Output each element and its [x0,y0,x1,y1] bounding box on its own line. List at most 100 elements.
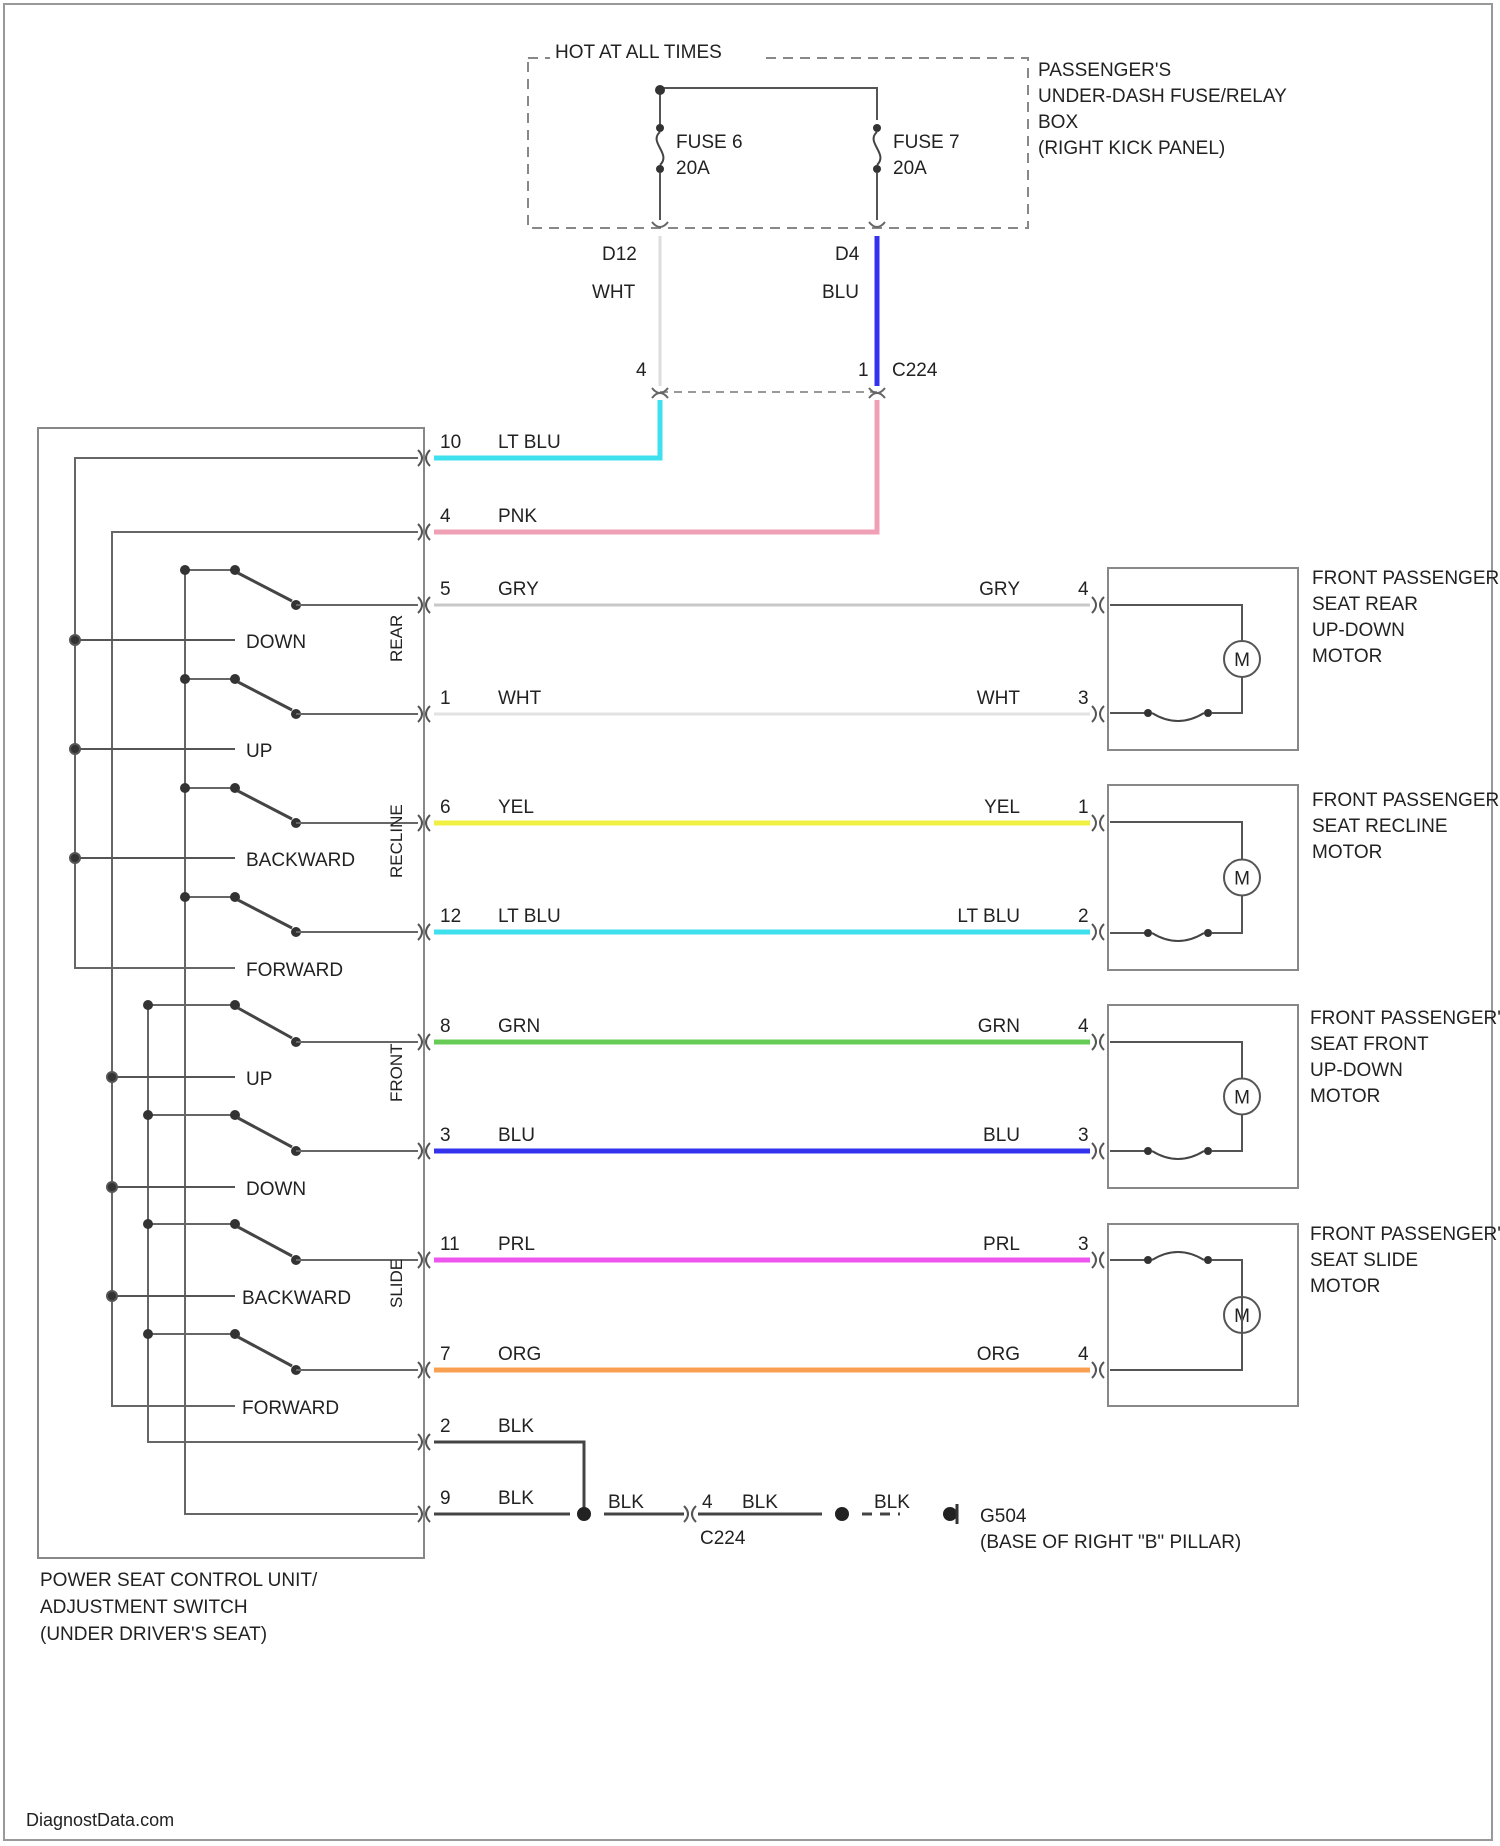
motor-4-label-2: SEAT SLIDE [1310,1250,1418,1271]
control-unit-outline [38,428,424,1558]
wire-pin-w7: 7 [440,1344,451,1365]
switch-label-slide-backward: BACKWARD [242,1288,351,1309]
ground-point-name: G504 [980,1506,1027,1527]
motor-4-label-3: MOTOR [1310,1276,1380,1297]
wire-color-w5: GRY [498,579,539,600]
switch-label-slide-forward: FORWARD [242,1398,339,1419]
wire-w12: 12LT BLULT BLU2 [418,906,1104,940]
switch-label-recline-backward: BACKWARD [246,850,355,871]
ground-connector-pin: 4 [702,1492,713,1513]
wire-far-color-w3: BLU [983,1125,1020,1146]
ground-wire-color-2: BLK [742,1492,778,1513]
motor-3-label-3: UP-DOWN [1310,1060,1403,1081]
fuse-box-header: HOT AT ALL TIMES [555,42,722,63]
wire-pin-w2: 2 [440,1416,451,1437]
fuse-7-name: FUSE 7 [893,132,960,153]
wire-far-pin-w1: 3 [1078,688,1089,709]
harness-wires: 10LT BLU4PNK5GRYGRY41WHTWHT36YELYEL112LT… [418,400,1104,1522]
switch-label-recline-forward: FORWARD [246,960,343,981]
c224-name: C224 [892,360,938,381]
wire-far-color-w1: WHT [977,688,1021,709]
wire-pin-w5: 5 [440,579,451,600]
wire-pin-w6: 6 [440,797,451,818]
feed-wire-left-color: WHT [592,282,636,303]
switch-label-rear-down: DOWN [246,632,306,653]
motor-2-label-3: MOTOR [1312,842,1382,863]
ground-junction [835,1507,849,1521]
wire-far-pin-w7: 4 [1078,1344,1089,1365]
connector-c224-upper: 4 1 C224 [636,360,938,398]
wire-color-w3: BLU [498,1125,535,1146]
fuse-box: HOT AT ALL TIMES PASSENGER'S UNDER-DASH … [528,40,1287,265]
motor-2-label-2: SEAT RECLINE [1312,816,1448,837]
wire-far-color-w6: YEL [984,797,1020,818]
wire-color-w6: YEL [498,797,534,818]
ground-connector [684,1506,688,1522]
wire-far-pin-w5: 4 [1078,579,1089,600]
wire-far-pin-w3: 3 [1078,1125,1089,1146]
switch-label-front-down: DOWN [246,1179,306,1200]
control-unit-label-3: (UNDER DRIVER'S SEAT) [40,1624,267,1645]
ground-wire-color-1: BLK [608,1492,644,1513]
fuse-box-label-1: PASSENGER'S [1038,60,1171,81]
wire-far-pin-w6: 1 [1078,797,1089,818]
wire-far-pin-w8: 4 [1078,1016,1089,1037]
ground-point-symbol [943,1507,957,1521]
motor-3-label-2: SEAT FRONT [1310,1034,1429,1055]
wire-color-w7: ORG [498,1344,541,1365]
wire-color-w12: LT BLU [498,906,561,927]
motor-3-label-1: FRONT PASSENGER'S [1310,1008,1500,1029]
switch-label-rear-up: UP [246,741,272,762]
fuse-7-rating: 20A [893,158,927,179]
motor-1-label-4: MOTOR [1312,646,1382,667]
wire-w1: 1 WHT WHT 3 [418,688,1104,722]
ground-point-location: (BASE OF RIGHT "B" PILLAR) [980,1532,1241,1553]
motor-4: M [1108,1224,1298,1406]
fuse-7: FUSE 7 20A [873,124,960,220]
wire-pin-w12: 12 [440,906,461,927]
section-label-slide: SLIDE [387,1259,406,1308]
internal-bus [75,458,418,1514]
control-unit-label-2: ADJUSTMENT SWITCH [40,1597,248,1618]
motor-1-label-1: FRONT PASSENGER'S [1312,568,1500,589]
wire-color-w9: BLK [498,1488,534,1509]
section-label-rear: REAR [387,615,406,662]
fuse-6: FUSE 6 20A [656,124,743,220]
ground-connector-name: C224 [700,1528,746,1549]
wire-color-w11: PRL [498,1234,535,1255]
wire-w2: 2 BLK [418,1416,534,1450]
wire-w3: 3 BLU BLU 3 [418,1125,1104,1159]
fuse-box-label-3: BOX [1038,112,1078,133]
wire-color-w1: WHT [498,688,542,709]
wire-w6: 6 YEL YEL 1 [418,797,1104,831]
wire-far-color-w12: LT BLU [957,906,1020,927]
motor-symbol-label: M [1234,650,1250,671]
wire-w9: 9BLK [418,1488,534,1522]
fuse-6-rating: 20A [676,158,710,179]
ground-splice [577,1507,591,1521]
ground-wire-color-3: BLK [874,1492,910,1513]
wire-color-w8: GRN [498,1016,540,1037]
watermark: DiagnostData.com [26,1810,174,1830]
feed-wire-right-color: BLU [822,282,859,303]
page-border [4,4,1492,1840]
wire-color-w10: LT BLU [498,432,561,453]
c224-pin-right: 1 [858,360,869,381]
motor-3-label-4: MOTOR [1310,1086,1380,1107]
wire-color-w2: BLK [498,1416,534,1437]
ground-circuit: BLK 4 BLK BLK C224 G504 (BASE OF RIGHT "… [434,1442,1241,1553]
motor-4-label-1: FRONT PASSENGER'S [1310,1224,1500,1245]
wire-pin-w1: 1 [440,688,451,709]
bus-junction [655,85,665,95]
motor-symbol-label: M [1234,869,1250,890]
wire-w7: 7ORGORG4 [418,1344,1104,1378]
wire-far-color-w11: PRL [983,1234,1020,1255]
motor-labels: FRONT PASSENGER'S SEAT REAR UP-DOWN MOTO… [1310,568,1500,1297]
fuse-pin-right: D4 [835,244,860,265]
motor-2-label-1: FRONT PASSENGER'S [1312,790,1500,811]
motor-2: M [1108,785,1298,970]
wire-pin-w3: 3 [440,1125,451,1146]
